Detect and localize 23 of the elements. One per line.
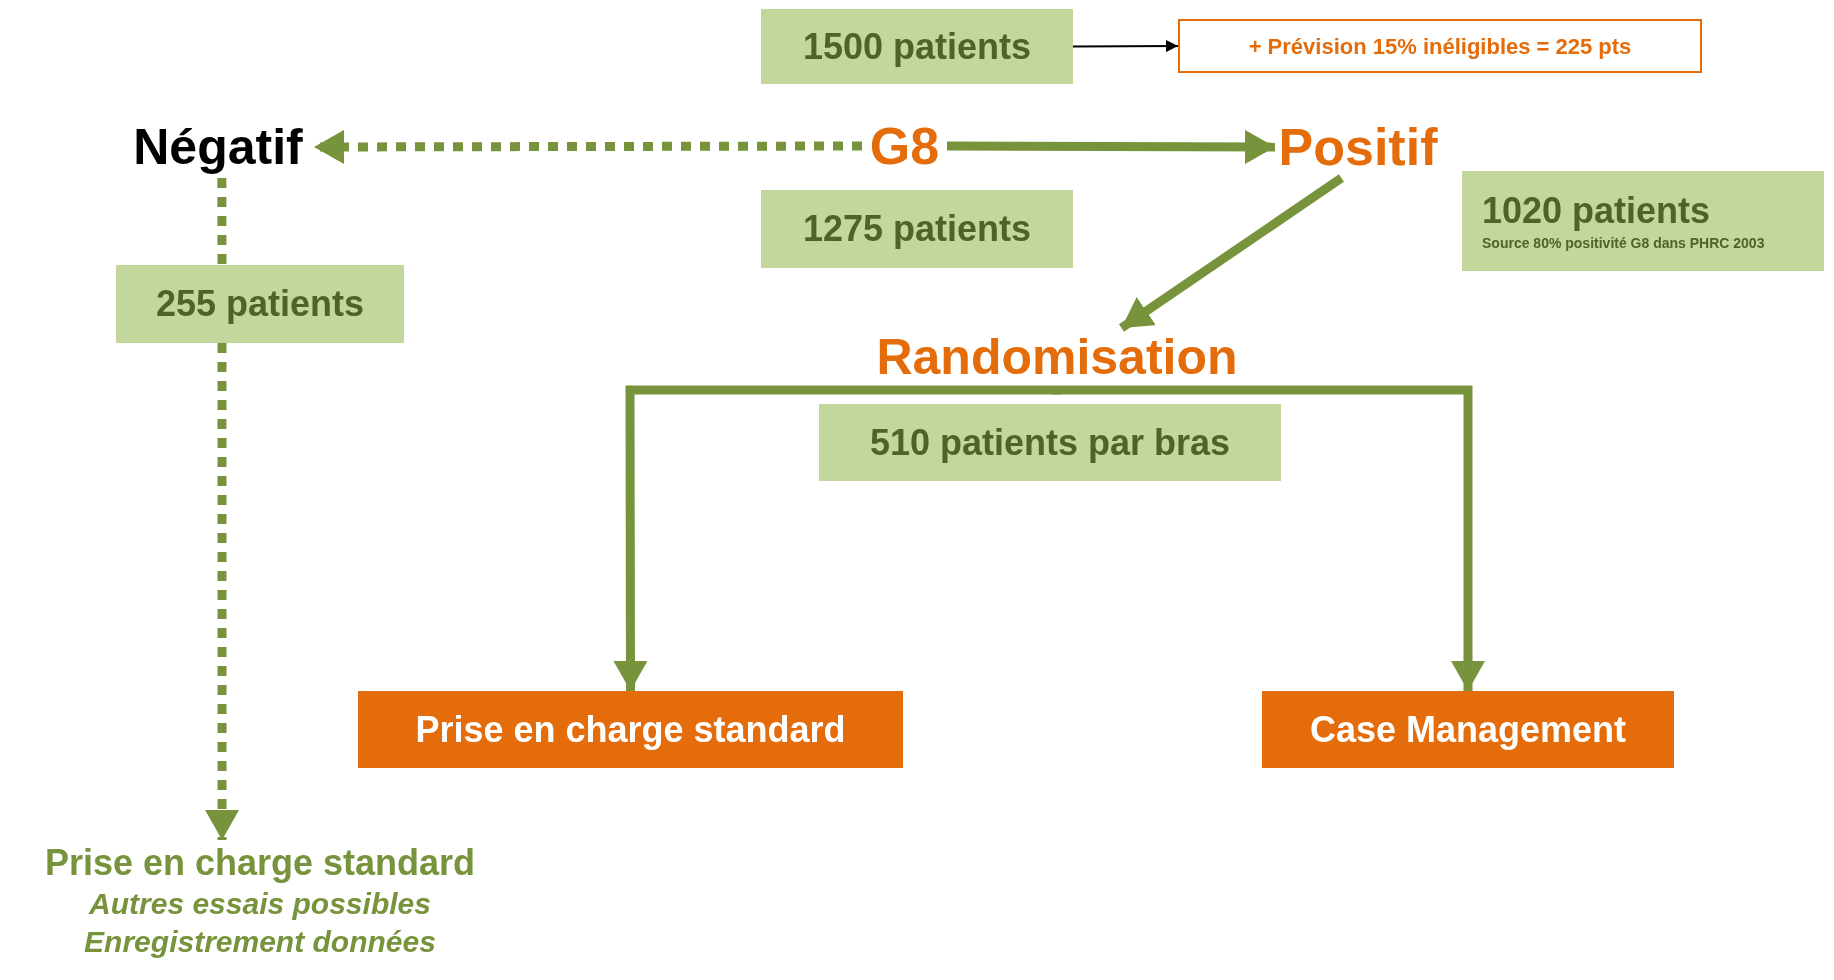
- count-box: 1275 patients: [761, 190, 1073, 268]
- result-label: G8: [862, 114, 947, 178]
- result-label: Négatif: [122, 116, 314, 178]
- note-box: + Prévision 15% inéligibles = 225 pts: [1178, 19, 1702, 73]
- arrow: [947, 129, 1275, 164]
- count-box: 510 patients par bras: [819, 404, 1281, 481]
- source-note: Source 80% positivité G8 dans PHRC 2003: [1482, 234, 1766, 253]
- outcome-note: Autres essais possibles: [89, 886, 431, 922]
- count-box: 255 patients: [116, 265, 404, 343]
- arrow: [1072, 40, 1179, 53]
- dotted-arrow: [314, 129, 862, 164]
- arrow: [1052, 383, 1485, 691]
- result-label: Positif: [1275, 116, 1441, 178]
- count-text: 1020 patients: [1482, 189, 1712, 233]
- arrow: [1118, 174, 1344, 332]
- count-box: 1500 patients: [761, 9, 1073, 84]
- dotted-arrow: [205, 343, 240, 840]
- count-box: [1462, 171, 1824, 271]
- outcome-note: Enregistrement données: [84, 923, 436, 960]
- arm-box: Case Management: [1262, 691, 1674, 768]
- outcome-title: Prise en charge standard: [44, 841, 476, 885]
- arm-box: Prise en charge standard: [358, 691, 903, 768]
- step-label: Randomisation: [842, 328, 1272, 386]
